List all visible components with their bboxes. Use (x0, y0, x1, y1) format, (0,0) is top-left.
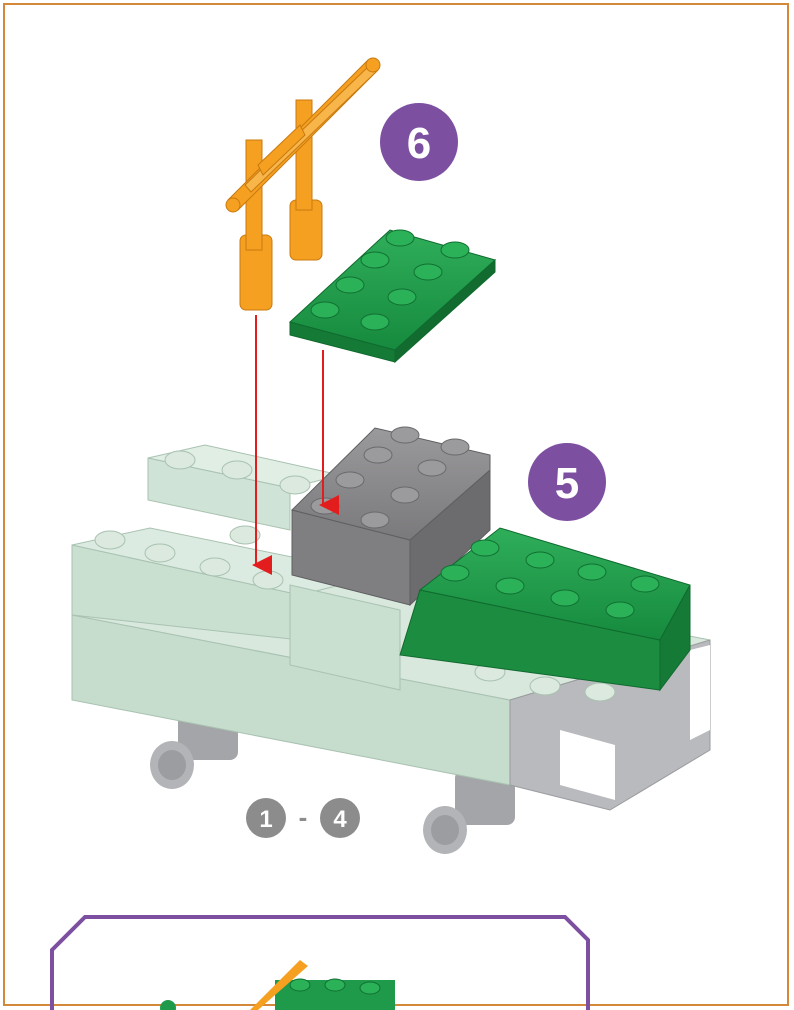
svg-text:1: 1 (259, 806, 272, 833)
svg-text:4: 4 (333, 806, 347, 833)
callout-box (52, 917, 588, 1010)
svg-text:-: - (299, 802, 308, 832)
previous-steps-indicator: 1 - 4 (246, 798, 360, 838)
svg-text:5: 5 (555, 459, 579, 508)
step-badge-6: 6 (380, 103, 458, 181)
svg-text:6: 6 (407, 119, 431, 168)
step-badge-5: 5 (528, 443, 606, 521)
callout-preview-icon (160, 960, 395, 1010)
